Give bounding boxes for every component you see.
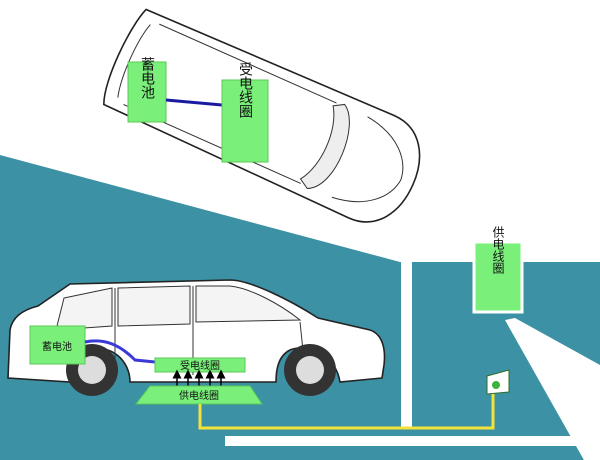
top-receiver-coil-label: 受电线圈 xyxy=(237,62,253,119)
charging-cable xyxy=(198,388,495,430)
top-view-car-windshield xyxy=(299,103,350,189)
top-battery-connector xyxy=(165,98,223,107)
roadside-supply-coil-box xyxy=(472,240,524,314)
top-battery-box xyxy=(127,61,167,123)
road-marking-horizontal xyxy=(225,436,600,446)
side-supply-coil-pad xyxy=(134,385,263,405)
side-battery-box xyxy=(29,325,86,365)
roadside-supply-coil-label: 供电线圈 xyxy=(491,226,505,275)
top-receiver-coil-box xyxy=(221,79,269,163)
side-car-front-hub xyxy=(296,356,324,384)
side-receiver-coil-label: 受电线圈 xyxy=(180,359,220,372)
energy-arrow-icon xyxy=(172,369,226,386)
power-socket-icon xyxy=(486,369,510,395)
road-marking-vertical xyxy=(401,262,412,428)
side-power-line xyxy=(84,339,156,364)
side-supply-coil-label: 供电线圈 xyxy=(179,389,219,402)
side-battery-label: 蓄电池 xyxy=(42,340,72,353)
side-view-car xyxy=(7,279,386,396)
top-view-car-rear-window xyxy=(117,24,151,98)
road-marking-curb xyxy=(505,318,600,460)
top-battery-label: 蓄电池 xyxy=(139,57,155,99)
side-car-windows xyxy=(55,285,302,331)
top-view-car-hood xyxy=(331,116,404,203)
